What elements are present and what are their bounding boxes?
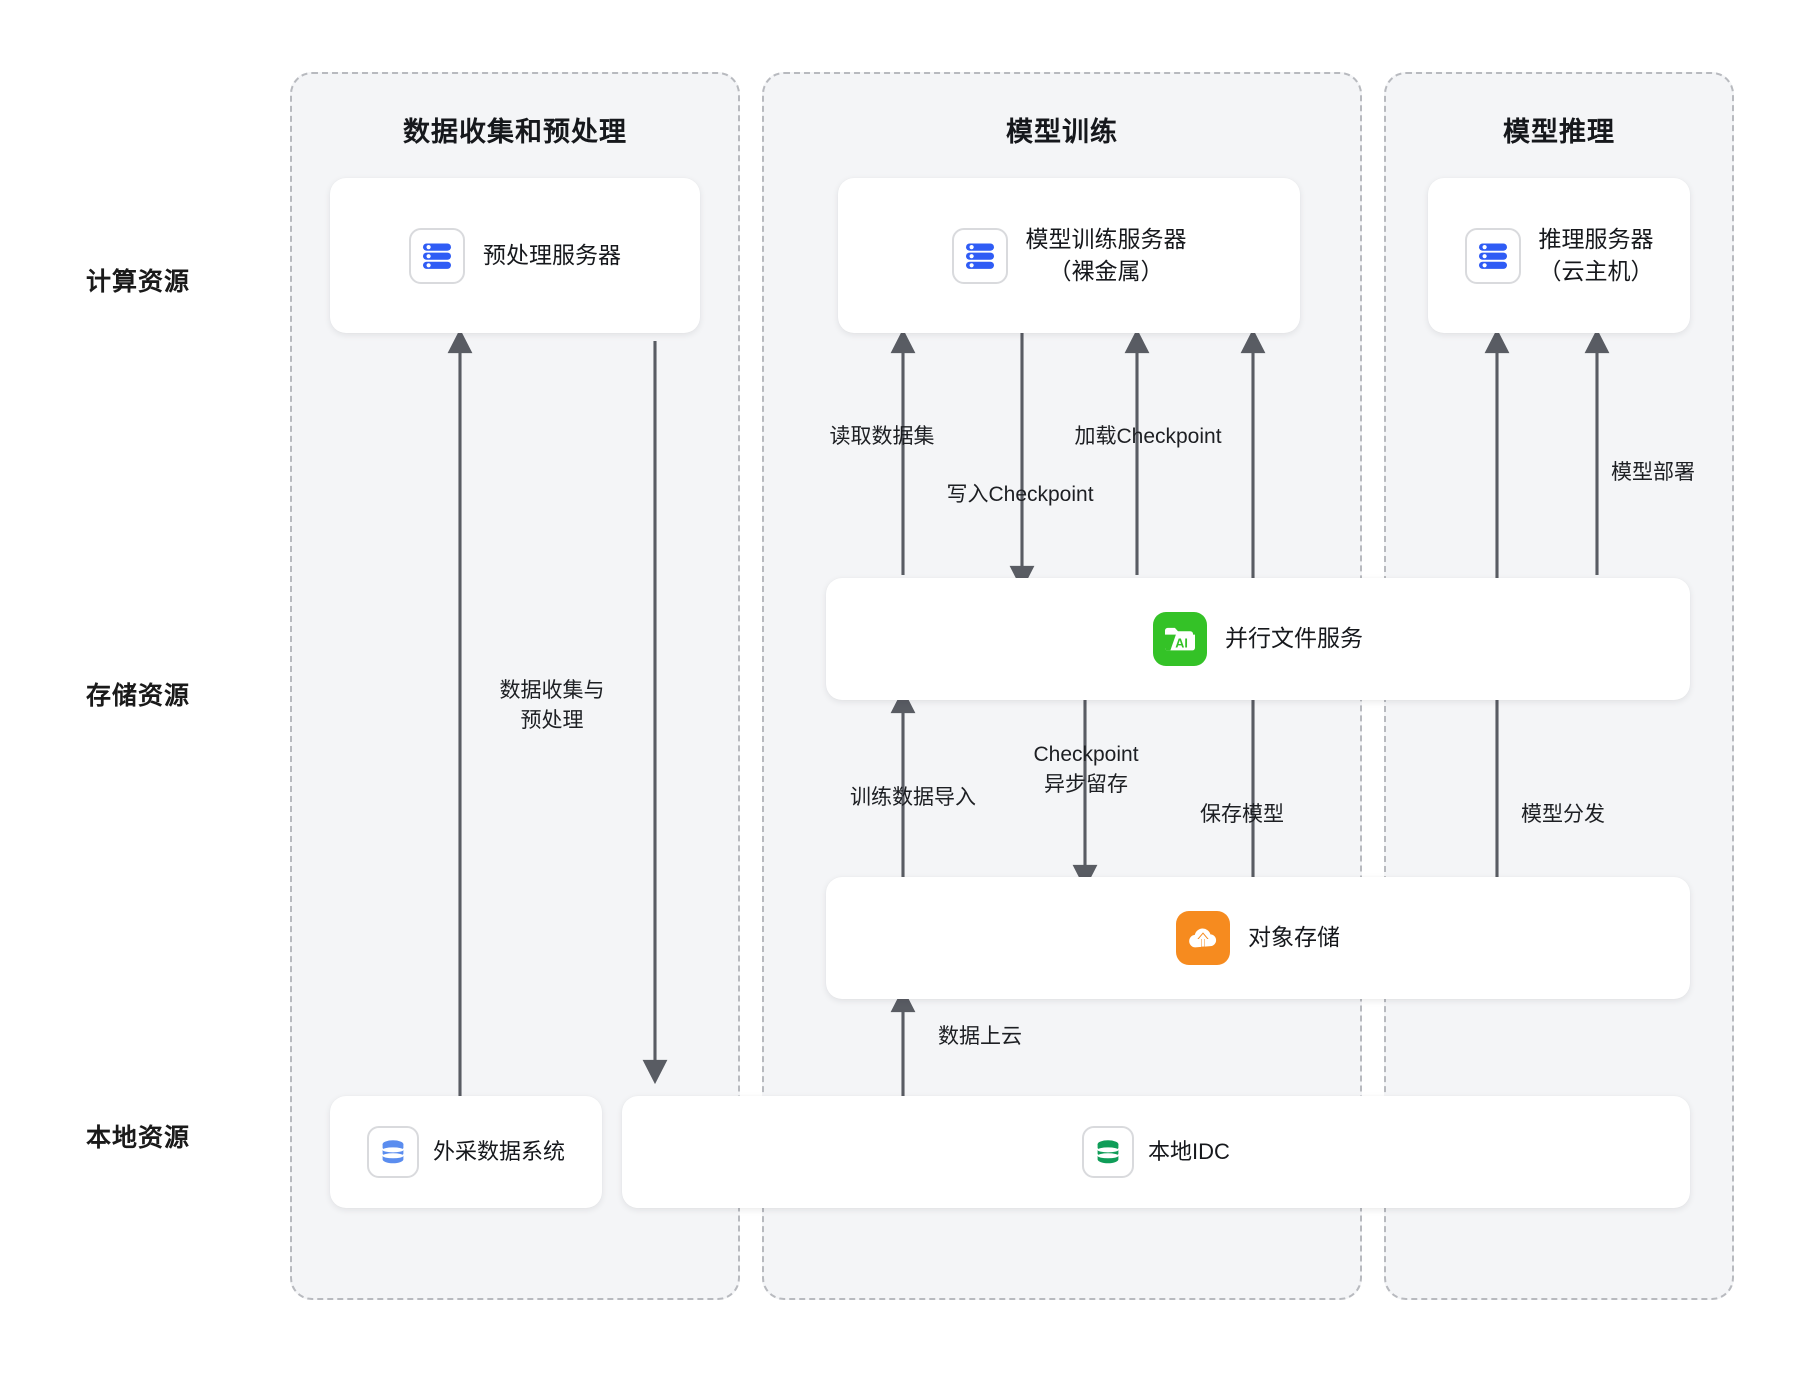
- node-external-data-system[interactable]: 外采数据系统: [330, 1096, 602, 1208]
- node-inference-server[interactable]: 推理服务器 （云主机）: [1428, 178, 1690, 333]
- cloud-upload-icon: [1176, 911, 1230, 965]
- server-icon: [1464, 227, 1521, 284]
- connector-label-data-collection: 数据收集与 预处理: [499, 679, 605, 733]
- lane-title-model-training: 模型训练: [1006, 117, 1118, 147]
- server-icon: [409, 227, 465, 284]
- connector-label-checkpoint-async: Checkpoint 异步留存: [1033, 743, 1139, 797]
- connector-label-data-to-cloud: 数据上云: [938, 1025, 1022, 1048]
- node-local-idc[interactable]: 本地IDC: [622, 1096, 1690, 1208]
- node-label-inference-server: 推理服务器 （云主机）: [1538, 225, 1654, 284]
- node-label-training-server: 模型训练服务器 （裸金属）: [1025, 225, 1187, 284]
- node-label-local-idc: 本地IDC: [1148, 1138, 1230, 1164]
- database-icon: [366, 1126, 419, 1178]
- connector-label-training-data-import: 训练数据导入: [850, 786, 976, 809]
- ai-folder-icon: AI: [1153, 612, 1207, 666]
- lane-title-model-inference: 模型推理: [1503, 117, 1615, 147]
- server-icon: [951, 227, 1008, 284]
- node-training-server[interactable]: 模型训练服务器 （裸金属）: [838, 178, 1300, 333]
- row-label-compute: 计算资源: [86, 268, 191, 296]
- connector-label-model-deploy: 模型部署: [1611, 461, 1695, 484]
- svg-text:AI: AI: [1175, 636, 1188, 650]
- connector-label-load-checkpoint: 加载Checkpoint: [1074, 425, 1222, 448]
- row-label-local: 本地资源: [86, 1124, 191, 1152]
- node-label-preprocess-server: 预处理服务器: [483, 241, 621, 268]
- node-label-object-storage: 对象存储: [1248, 924, 1340, 951]
- row-label-storage: 存储资源: [86, 682, 191, 710]
- node-label-external-data-system: 外采数据系统: [432, 1138, 565, 1164]
- connector-label-write-checkpoint: 写入Checkpoint: [946, 483, 1094, 506]
- lane-title-data-collection: 数据收集和预处理: [403, 117, 627, 147]
- node-label-parallel-file-service: 并行文件服务: [1225, 625, 1363, 652]
- node-preprocess-server[interactable]: 预处理服务器: [330, 178, 700, 333]
- database-icon: [1082, 1126, 1135, 1178]
- connector-label-read-dataset: 读取数据集: [829, 425, 935, 448]
- node-object-storage[interactable]: 对象存储: [826, 877, 1690, 999]
- connector-label-save-model: 保存模型: [1200, 803, 1284, 826]
- connector-label-model-distribution: 模型分发: [1521, 803, 1605, 826]
- node-parallel-file-service[interactable]: AI 并行文件服务: [826, 578, 1690, 700]
